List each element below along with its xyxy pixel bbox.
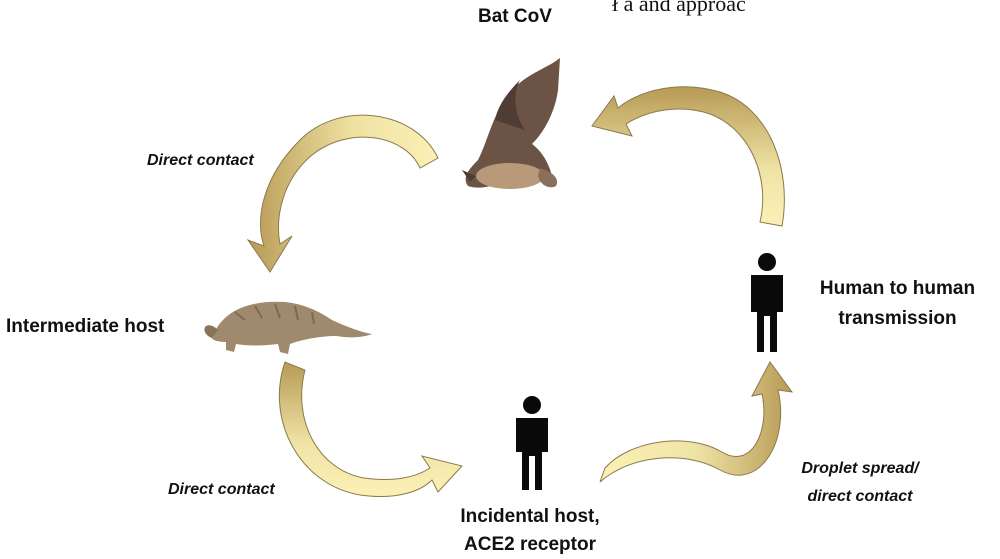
person-icon bbox=[751, 253, 783, 352]
intermediate-host-label: Intermediate host bbox=[6, 316, 165, 337]
droplet-spread-label-line1: Droplet spread/ bbox=[801, 460, 919, 477]
bat-icon bbox=[462, 58, 560, 189]
direct-contact-label-bottom: Direct contact bbox=[168, 481, 275, 498]
person-icon bbox=[516, 396, 548, 490]
cropped-header-text: ł a and approac bbox=[612, 0, 746, 16]
human-transmission-label-line2: transmission bbox=[838, 308, 957, 329]
human-transmission-label-line1: Human to human bbox=[819, 278, 976, 299]
incidental-host-label: Incidental host, ACE2 receptor bbox=[430, 506, 630, 556]
direct-contact-label-top: Direct contact bbox=[147, 152, 254, 169]
arrow-human-to-bat bbox=[591, 86, 785, 227]
droplet-spread-label-line2: direct contact bbox=[807, 488, 913, 505]
bat-cov-label: Bat CoV bbox=[478, 6, 552, 27]
arrow-incidental-to-human bbox=[599, 361, 794, 483]
arrow-intermediate-to-incidental bbox=[278, 361, 463, 498]
incidental-host-label-line2: ACE2 receptor bbox=[464, 534, 596, 555]
arrow-bat-to-intermediate bbox=[246, 114, 439, 273]
droplet-spread-label: Droplet spread/ direct contact bbox=[765, 460, 955, 506]
pangolin-icon bbox=[204, 301, 372, 354]
human-transmission-label: Human to human transmission bbox=[800, 278, 995, 330]
incidental-host-label-line1: Incidental host, bbox=[460, 506, 600, 527]
